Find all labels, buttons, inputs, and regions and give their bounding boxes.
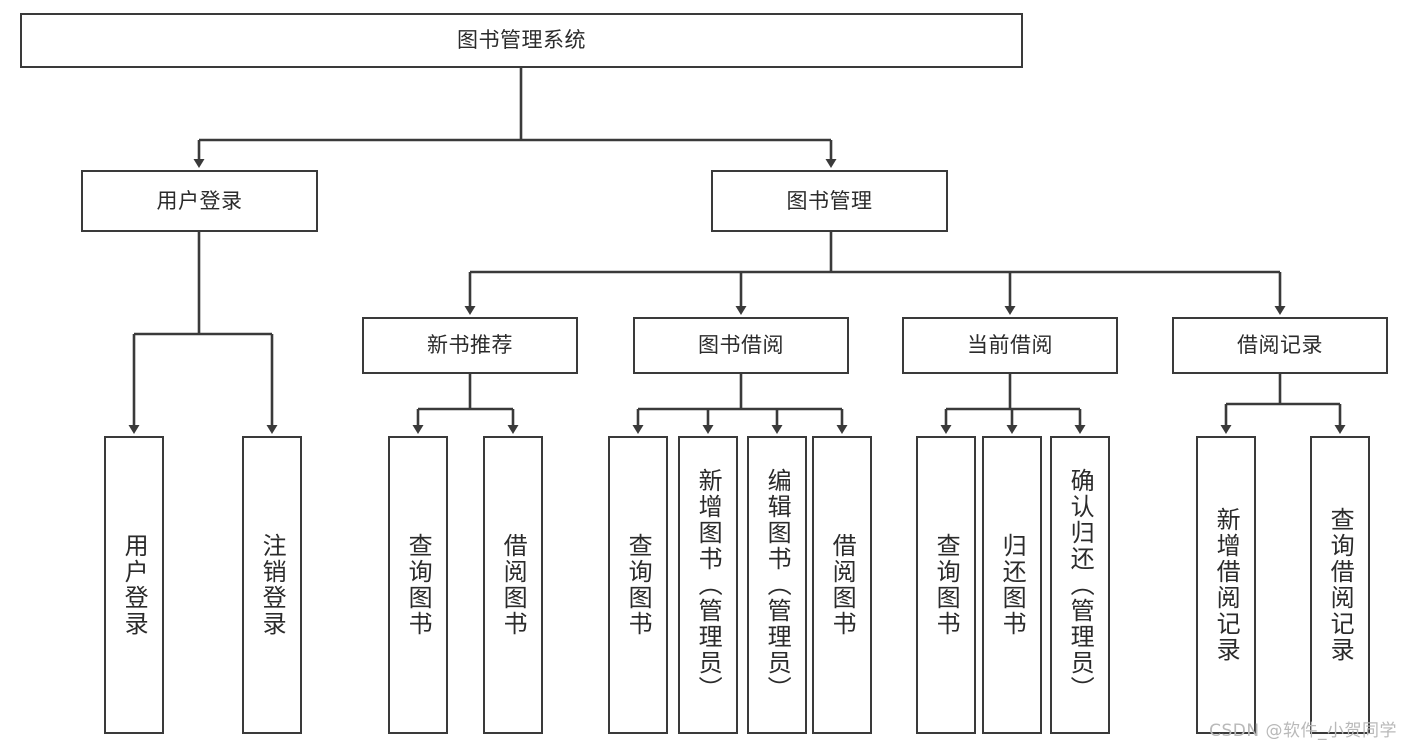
node-leaf-user-logout[interactable]: 注销登录 — [242, 436, 302, 734]
node-book-borrow[interactable]: 图书借阅 — [633, 317, 849, 374]
node-leaf-add-record[interactable]: 新增借阅记录 — [1196, 436, 1256, 734]
node-leaf-query-book[interactable]: 查询图书 — [608, 436, 668, 734]
node-new-book-rec[interactable]: 新书推荐 — [362, 317, 578, 374]
node-leaf-confirm-return-label: 确认归还（管理员） — [1066, 468, 1095, 702]
node-leaf-borrow-book-label: 借阅图书 — [828, 533, 857, 637]
node-leaf-borrow-book[interactable]: 借阅图书 — [812, 436, 872, 734]
node-leaf-borrow-book-rec[interactable]: 借阅图书 — [483, 436, 543, 734]
node-leaf-borrow-book-rec-label: 借阅图书 — [499, 533, 528, 637]
node-leaf-user-login[interactable]: 用户登录 — [104, 436, 164, 734]
node-leaf-confirm-return[interactable]: 确认归还（管理员） — [1050, 436, 1110, 734]
node-leaf-query-book-rec[interactable]: 查询图书 — [388, 436, 448, 734]
node-leaf-query-book-rec-label: 查询图书 — [404, 533, 433, 637]
node-leaf-query-record[interactable]: 查询借阅记录 — [1310, 436, 1370, 734]
node-user-login-label: 用户登录 — [156, 188, 243, 213]
node-leaf-user-logout-label: 注销登录 — [258, 533, 287, 637]
node-current-borrow[interactable]: 当前借阅 — [902, 317, 1118, 374]
node-leaf-return-book[interactable]: 归还图书 — [982, 436, 1042, 734]
node-user-login[interactable]: 用户登录 — [81, 170, 318, 232]
node-leaf-query-book-cur-label: 查询图书 — [932, 533, 961, 637]
node-leaf-edit-book[interactable]: 编辑图书（管理员） — [747, 436, 807, 734]
node-leaf-user-login-label: 用户登录 — [120, 533, 149, 637]
node-book-manage-label: 图书管理 — [786, 188, 873, 213]
watermark-text: CSDN @软件_小贺同学 — [1209, 721, 1397, 741]
node-book-manage[interactable]: 图书管理 — [711, 170, 948, 232]
node-leaf-add-book-label: 新增图书（管理员） — [694, 468, 723, 702]
node-leaf-edit-book-label: 编辑图书（管理员） — [763, 468, 792, 702]
node-leaf-query-book-label: 查询图书 — [624, 533, 653, 637]
node-leaf-add-record-label: 新增借阅记录 — [1212, 507, 1241, 663]
node-current-borrow-label: 当前借阅 — [967, 333, 1053, 358]
node-leaf-query-book-cur[interactable]: 查询图书 — [916, 436, 976, 734]
node-leaf-return-book-label: 归还图书 — [998, 533, 1027, 637]
node-new-book-rec-label: 新书推荐 — [427, 333, 513, 358]
node-leaf-add-book[interactable]: 新增图书（管理员） — [678, 436, 738, 734]
node-root[interactable]: 图书管理系统 — [20, 13, 1023, 68]
node-borrow-record[interactable]: 借阅记录 — [1172, 317, 1388, 374]
node-book-borrow-label: 图书借阅 — [698, 333, 784, 358]
node-borrow-record-label: 借阅记录 — [1237, 333, 1323, 358]
node-root-label: 图书管理系统 — [457, 28, 586, 53]
node-leaf-query-record-label: 查询借阅记录 — [1326, 507, 1355, 663]
